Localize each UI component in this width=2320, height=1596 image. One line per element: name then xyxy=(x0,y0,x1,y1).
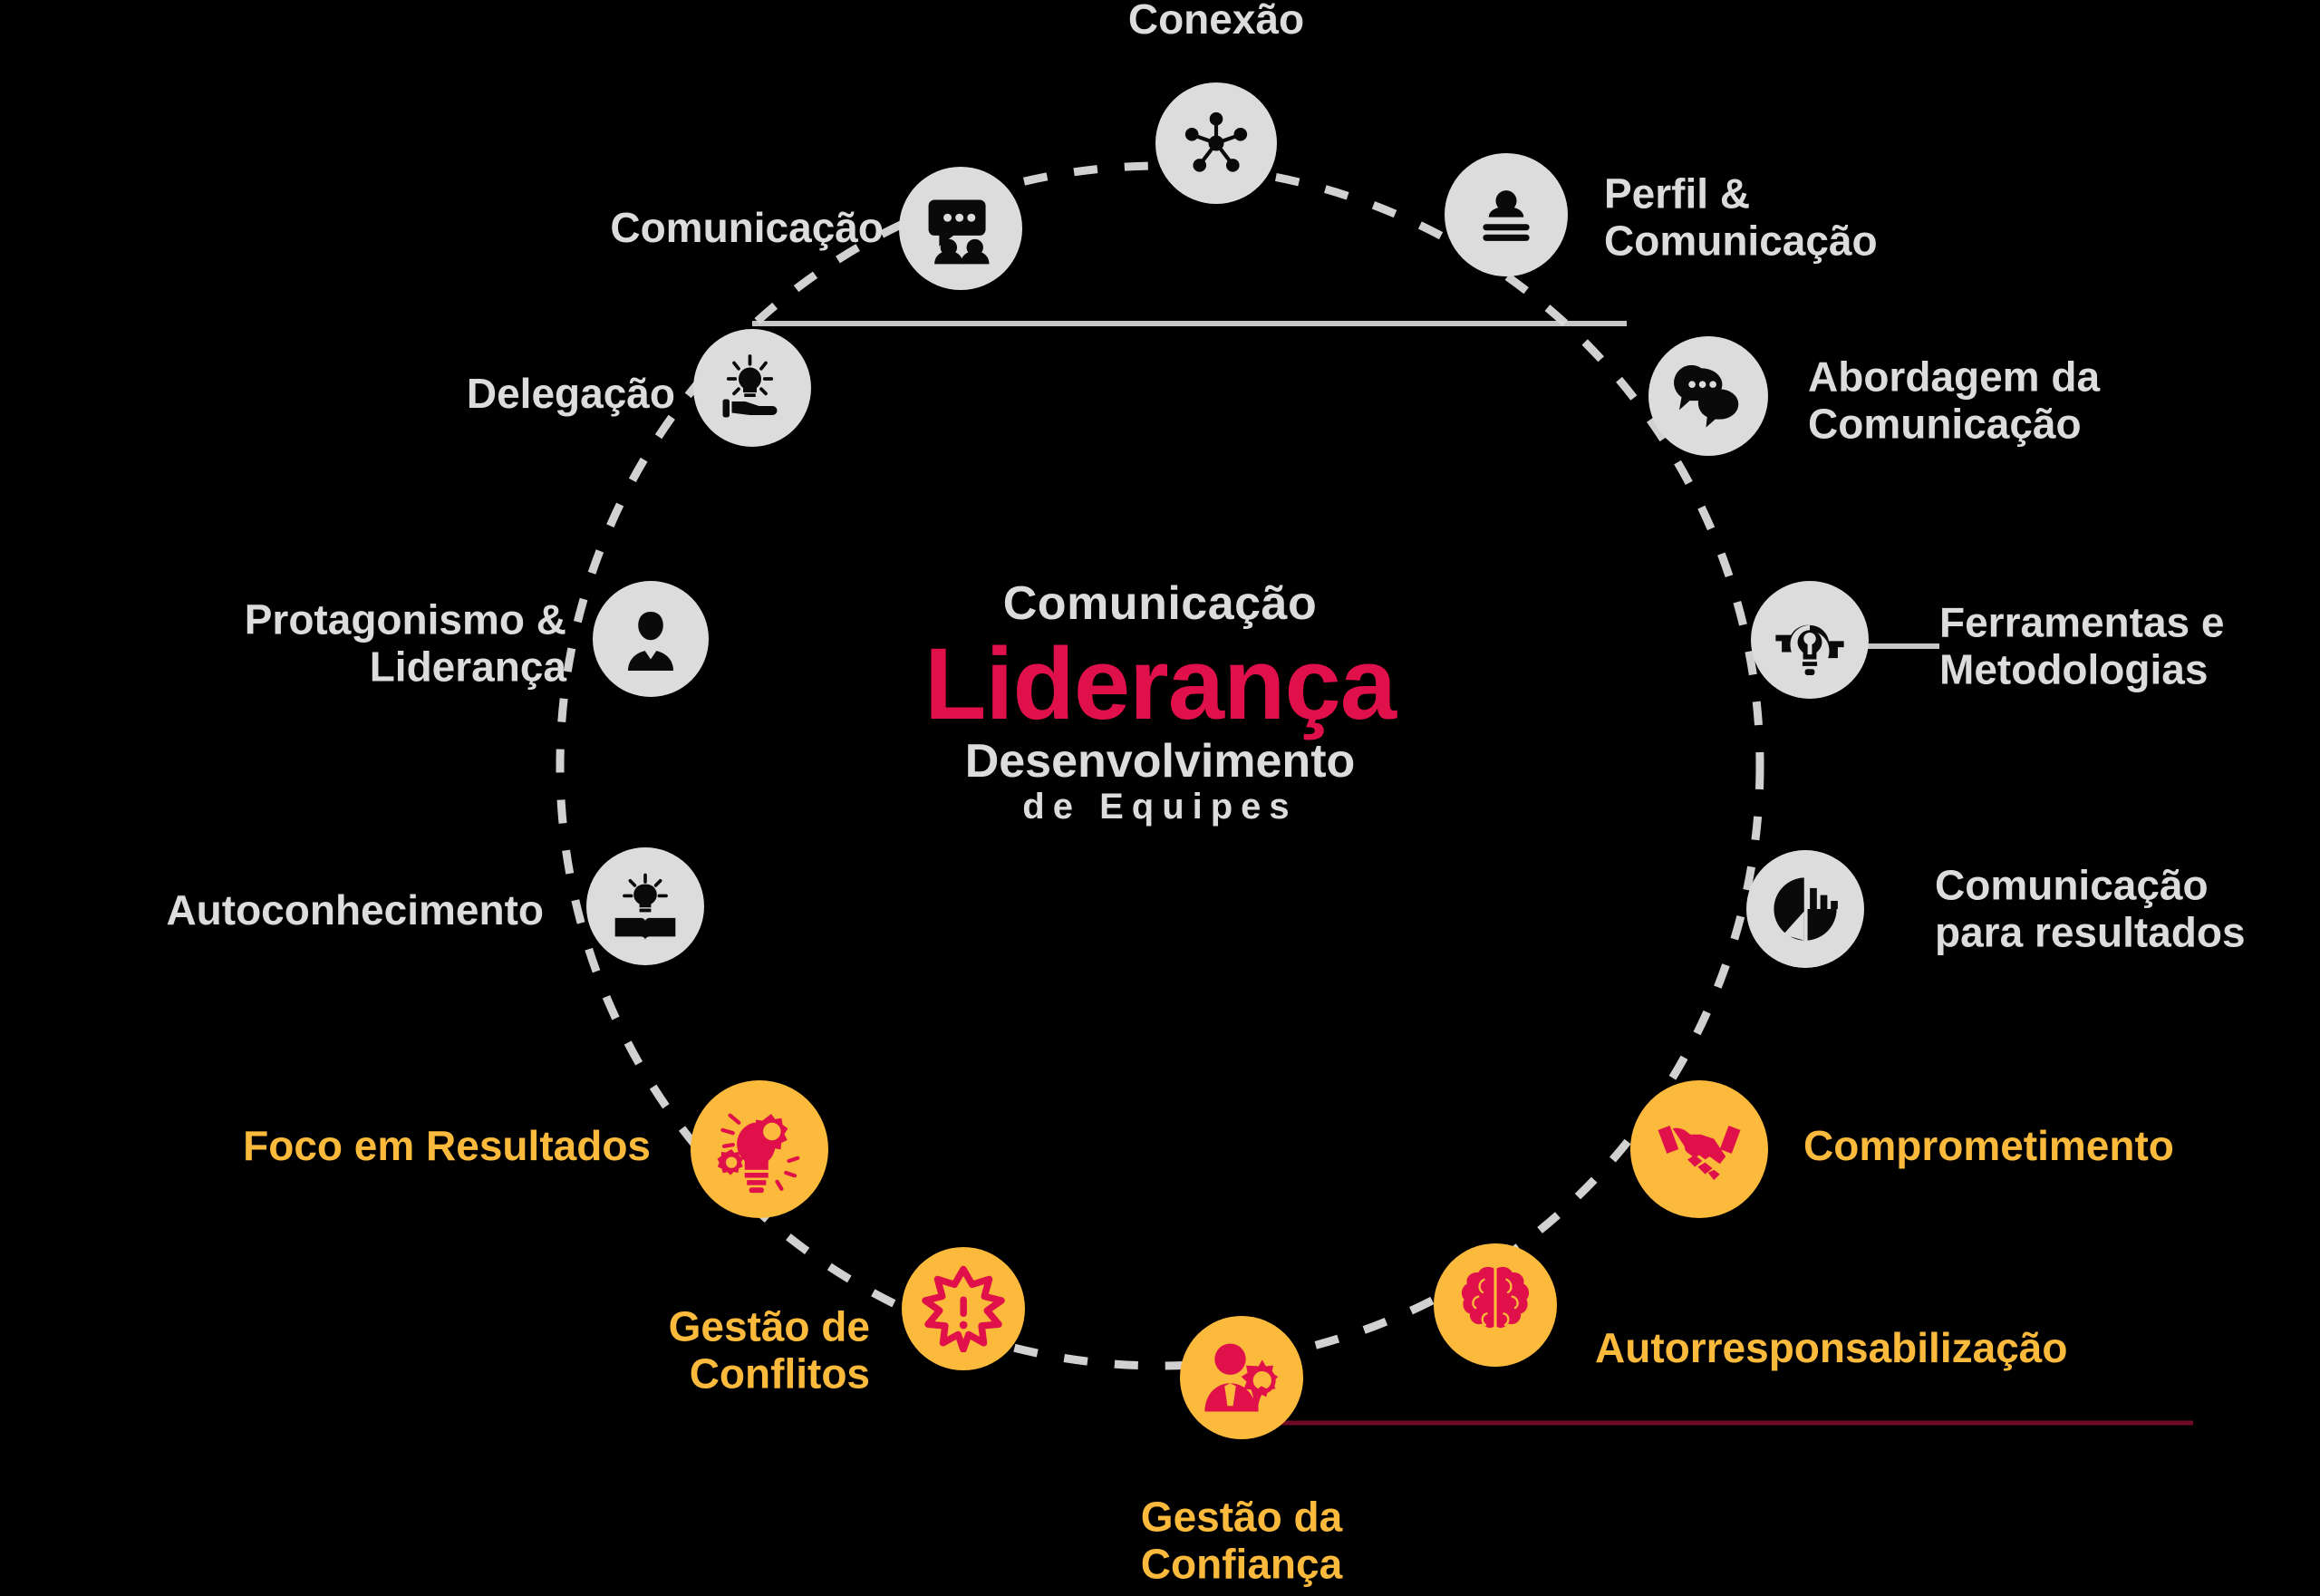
person-gear-icon xyxy=(1180,1316,1303,1439)
handshake-icon xyxy=(1630,1080,1768,1218)
profile-card-icon xyxy=(1445,153,1568,276)
label-protagonismo: Protagonismo & Liderança xyxy=(244,595,566,690)
page-title: Liderança xyxy=(923,627,1397,740)
book-bulb-icon xyxy=(586,847,704,965)
center-kicker: Comunicação xyxy=(1002,577,1318,630)
node-conexao[interactable] xyxy=(1155,82,1277,204)
bulb-gears-icon xyxy=(691,1080,828,1218)
node-gestao-confianca[interactable] xyxy=(1180,1316,1303,1439)
label-foco-resultados: Foco em Resultados xyxy=(243,1122,651,1170)
center-subtitle: Desenvolvimento xyxy=(964,735,1356,788)
brain-icon xyxy=(1434,1243,1557,1367)
label-comunicacao-resultados: Comunicação para resultados xyxy=(1935,861,2246,955)
node-autoconhecimento[interactable] xyxy=(586,847,704,965)
center-subtitle-2: de Equipes xyxy=(1022,787,1298,827)
label-gestao-conflitos: Gestão de Conflitos xyxy=(668,1302,870,1397)
pie-chart-icon xyxy=(1746,850,1864,968)
node-ferramentas[interactable] xyxy=(1751,581,1869,699)
label-delegacao: Delegação xyxy=(466,370,675,418)
node-autorresponsabilizacao[interactable] xyxy=(1434,1243,1557,1367)
label-conexao: Conexão xyxy=(1127,0,1305,44)
node-foco-resultados[interactable] xyxy=(691,1080,828,1218)
node-protagonismo[interactable] xyxy=(593,581,709,697)
node-comprometimento[interactable] xyxy=(1630,1080,1768,1218)
label-comprometimento: Comprometimento xyxy=(1803,1122,2174,1170)
label-gestao-confianca: Gestão da Confiança xyxy=(1140,1493,1343,1587)
node-comunicacao[interactable] xyxy=(899,167,1022,290)
node-gestao-conflitos[interactable] xyxy=(902,1247,1025,1370)
node-comunicacao-resultados[interactable] xyxy=(1746,850,1864,968)
burst-alert-icon xyxy=(902,1247,1025,1370)
person-suit-icon xyxy=(593,581,709,697)
gear-bulb-icon xyxy=(1751,581,1869,699)
label-perfil-comunicacao: Perfil & Comunicação xyxy=(1604,169,1878,264)
network-nodes-icon xyxy=(1155,82,1277,204)
label-autoconhecimento: Autoconhecimento xyxy=(166,886,544,934)
label-autorresponsabilizacao: Autorresponsabilização xyxy=(1595,1324,2068,1372)
speech-bubbles-icon xyxy=(1648,336,1768,456)
label-ferramentas: Ferramentas e Metodologias xyxy=(1939,598,2225,692)
node-delegacao[interactable] xyxy=(693,329,811,447)
hand-bulb-icon xyxy=(693,329,811,447)
chat-people-icon xyxy=(899,167,1022,290)
label-comunicacao: Comunicação xyxy=(610,204,884,252)
center-title-block: Comunicação Liderança Desenvolvimento de… xyxy=(752,580,1568,825)
label-abordagem-comunicacao: Abordagem da Comunicação xyxy=(1808,353,2101,447)
node-perfil-comunicacao[interactable] xyxy=(1445,153,1568,276)
node-abordagem-comunicacao[interactable] xyxy=(1648,336,1768,456)
